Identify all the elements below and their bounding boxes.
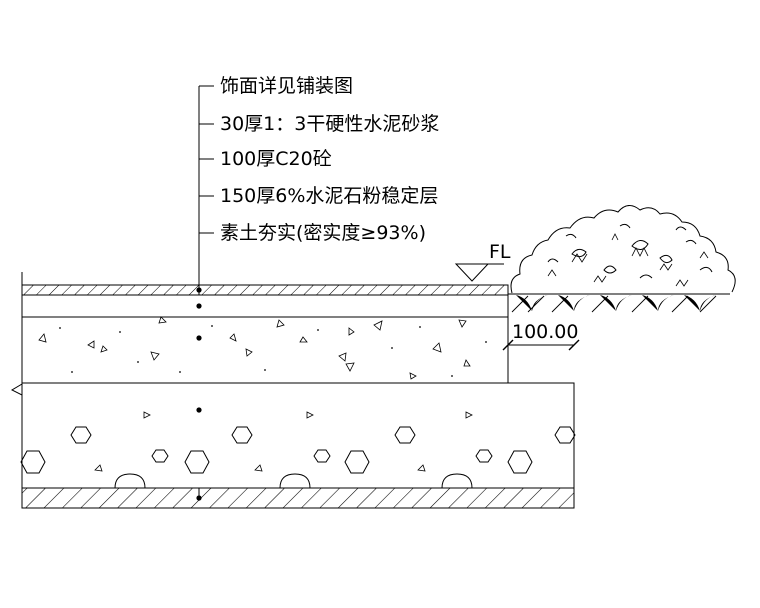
shrub-leaf-clusters: [547, 233, 709, 287]
stabilized-base-layer: [21, 382, 575, 489]
fl-level-symbol: FL: [454, 241, 511, 282]
leader-ticks: [199, 85, 214, 234]
annotation-list: 饰面详见铺装图 30厚1：3干硬性水泥砂浆 100厚C20砼 150厚6%水泥石…: [220, 75, 439, 244]
dimension-label: 100.00: [512, 321, 578, 343]
grass-tufts: [516, 295, 716, 311]
annotation-finish: 饰面详见铺装图: [220, 75, 353, 97]
annotation-concrete: 100厚C20砼: [220, 148, 332, 170]
compacted-soil-layer: [21, 487, 575, 509]
leader-dots: [196, 287, 202, 501]
annotation-compacted-soil: 素土夯实(密实度≥93%): [220, 222, 426, 244]
shrub-canopy: [510, 205, 736, 294]
base-triangles: [94, 411, 473, 472]
annotation-stabilized-base: 150厚6%水泥石粉稳定层: [220, 185, 438, 207]
planting-soil-hatch: [511, 295, 717, 313]
mortar-layer: [21, 294, 509, 318]
base-hexagons: [20, 426, 576, 474]
concrete-layer: [21, 316, 509, 384]
base-bumps: [114, 473, 473, 489]
concrete-aggregate: [38, 316, 471, 380]
dimension-mark: 100.00: [502, 321, 580, 351]
annotation-mortar: 30厚1：3干硬性水泥砂浆: [220, 113, 439, 135]
paving-finish-layer: [21, 284, 509, 296]
concrete-specks: [59, 325, 487, 377]
fl-label: FL: [489, 241, 511, 263]
